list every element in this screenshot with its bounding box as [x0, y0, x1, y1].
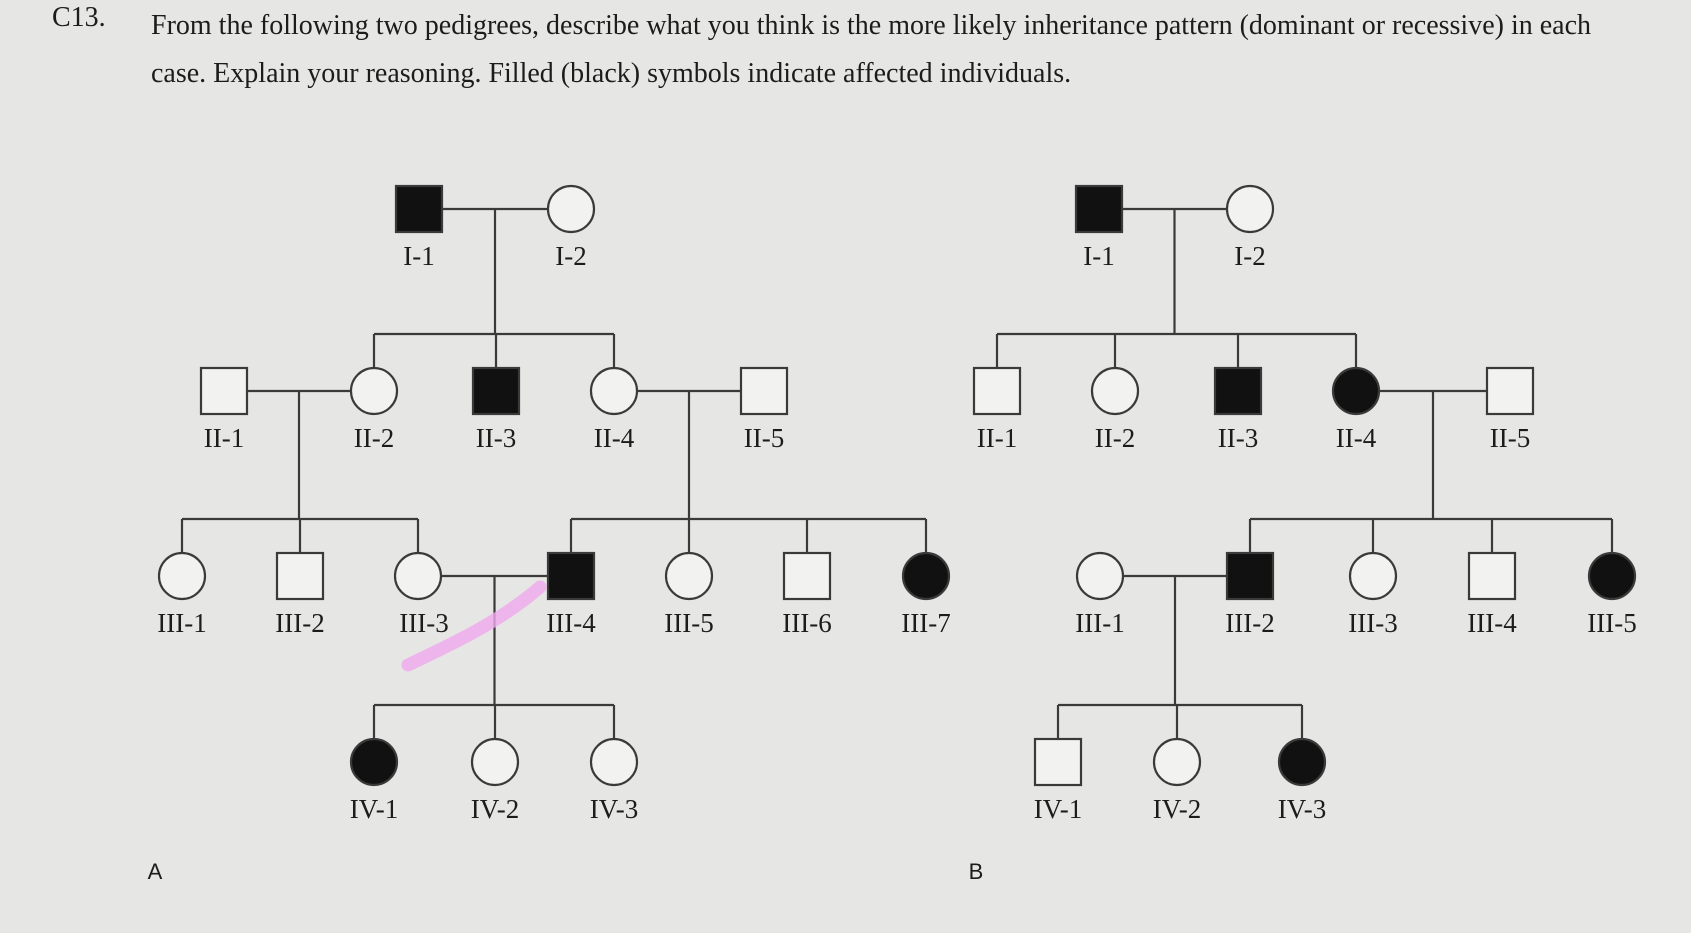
pedigree-a-iii-2-label: III-2 — [275, 608, 324, 638]
pedigree-b-iii-2-label: III-2 — [1225, 608, 1274, 638]
pedigree-a-ii-4-label: II-4 — [594, 423, 635, 453]
pedigree-b-i-2-circle — [1225, 184, 1275, 234]
pedigree-b-iv-1-label: IV-1 — [1034, 794, 1083, 824]
pedigree-b-ii-2-circle — [1090, 366, 1140, 416]
pedigree-b-iii-3-label: III-3 — [1348, 608, 1397, 638]
pedigree-a-iv-1-label: IV-1 — [350, 794, 399, 824]
pedigree-a-ii-5-square — [739, 366, 789, 416]
highlighter-mark — [401, 580, 547, 672]
pedigree-a-iii-4-label: III-4 — [546, 608, 596, 638]
pedigree-a-iv-2-circle — [470, 737, 520, 787]
question-text: From the following two pedigrees, descri… — [151, 10, 1592, 89]
pedigree-a-iv-3-circle — [589, 737, 639, 787]
pedigree-a-iii-5-circle — [664, 551, 714, 601]
pedigree-a-iii-4-square — [546, 551, 596, 601]
pedigree-b-iii-2-square — [1225, 551, 1275, 601]
pedigree-a-iii-1-label: III-1 — [157, 608, 206, 638]
pedigree-b-ii-5-square — [1485, 366, 1535, 416]
pedigree-b-i-1-label: I-1 — [1083, 241, 1114, 271]
pedigree-a-iii-6-label: III-6 — [782, 608, 831, 638]
pedigree-b-iv-1-square — [1033, 737, 1083, 787]
pedigree-b-iii-4-square — [1467, 551, 1517, 601]
pedigree-b-ii-4-circle — [1331, 366, 1381, 416]
pedigree-b-iii-4-label: III-4 — [1467, 608, 1517, 638]
pedigree-a-i-2-label: I-2 — [555, 241, 586, 271]
pedigree-a-ii-4-circle — [589, 366, 639, 416]
pedigree-a-iv-1-circle — [349, 737, 399, 787]
pedigree-b-ii-2-label: II-2 — [1095, 423, 1135, 453]
question-number: C13. — [52, 2, 106, 33]
pedigree-b-ii-1-label: II-1 — [977, 423, 1017, 453]
pedigree-b-ii-5-label: II-5 — [1490, 423, 1530, 453]
pedigree-a-iii-6-square — [782, 551, 832, 601]
pedigree-a-iii-7-label: III-7 — [901, 608, 950, 638]
pedigree-a-ii-3-label: II-3 — [476, 423, 516, 453]
pedigree-b-iii-5-circle — [1587, 551, 1637, 601]
pedigree-a-ii-1-label: II-1 — [204, 423, 244, 453]
pedigree-b-iii-1-circle — [1075, 551, 1125, 601]
pedigree-b-panel-label: B — [969, 859, 984, 884]
pedigree-b-iv-3-circle — [1277, 737, 1327, 787]
pedigree-b-iv-2-circle — [1152, 737, 1202, 787]
pedigree-a-iv-3-label: IV-3 — [590, 794, 639, 824]
pedigree-b-iii-1-label: III-1 — [1075, 608, 1124, 638]
pedigree-a-iii-1-circle — [157, 551, 207, 601]
pedigree-a-iii-7-circle — [901, 551, 951, 601]
pedigree-a-iii-5-label: III-5 — [664, 608, 713, 638]
pedigree-b-ii-3-label: II-3 — [1218, 423, 1258, 453]
pedigree-a-iii-3-circle — [393, 551, 443, 601]
pedigree-a-ii-1-square — [199, 366, 249, 416]
pedigree-b-ii-1-square — [972, 366, 1022, 416]
pedigree-a-ii-3-square — [471, 366, 521, 416]
pedigree-a-iv-2-label: IV-2 — [471, 794, 520, 824]
pedigree-b-iv-3-label: IV-3 — [1278, 794, 1327, 824]
pedigree-a-ii-2-label: II-2 — [354, 423, 394, 453]
pedigree-b-iv-2-label: IV-2 — [1153, 794, 1202, 824]
pedigree-a-i-2-circle — [546, 184, 596, 234]
pedigree-b-i-1-square — [1074, 184, 1124, 234]
pedigree-b-i-2-label: I-2 — [1234, 241, 1265, 271]
pedigree-a-iii-2-square — [275, 551, 325, 601]
pedigree-a-ii-5-label: II-5 — [744, 423, 784, 453]
pedigree-b-ii-3-square — [1213, 366, 1263, 416]
pedigree-a-i-1-label: I-1 — [403, 241, 434, 271]
pedigree-a-i-1-square — [394, 184, 444, 234]
pedigree-b-ii-4-label: II-4 — [1336, 423, 1377, 453]
pedigree-a-panel-label: A — [148, 859, 163, 884]
pedigree-lines — [180, 207, 1614, 739]
pedigree-a-iii-3-label: III-3 — [399, 608, 448, 638]
pedigree-b-iii-3-circle — [1348, 551, 1398, 601]
pedigree-symbols — [157, 184, 1637, 787]
pedigree-a-ii-2-circle — [349, 366, 399, 416]
pedigree-b-iii-5-label: III-5 — [1587, 608, 1636, 638]
